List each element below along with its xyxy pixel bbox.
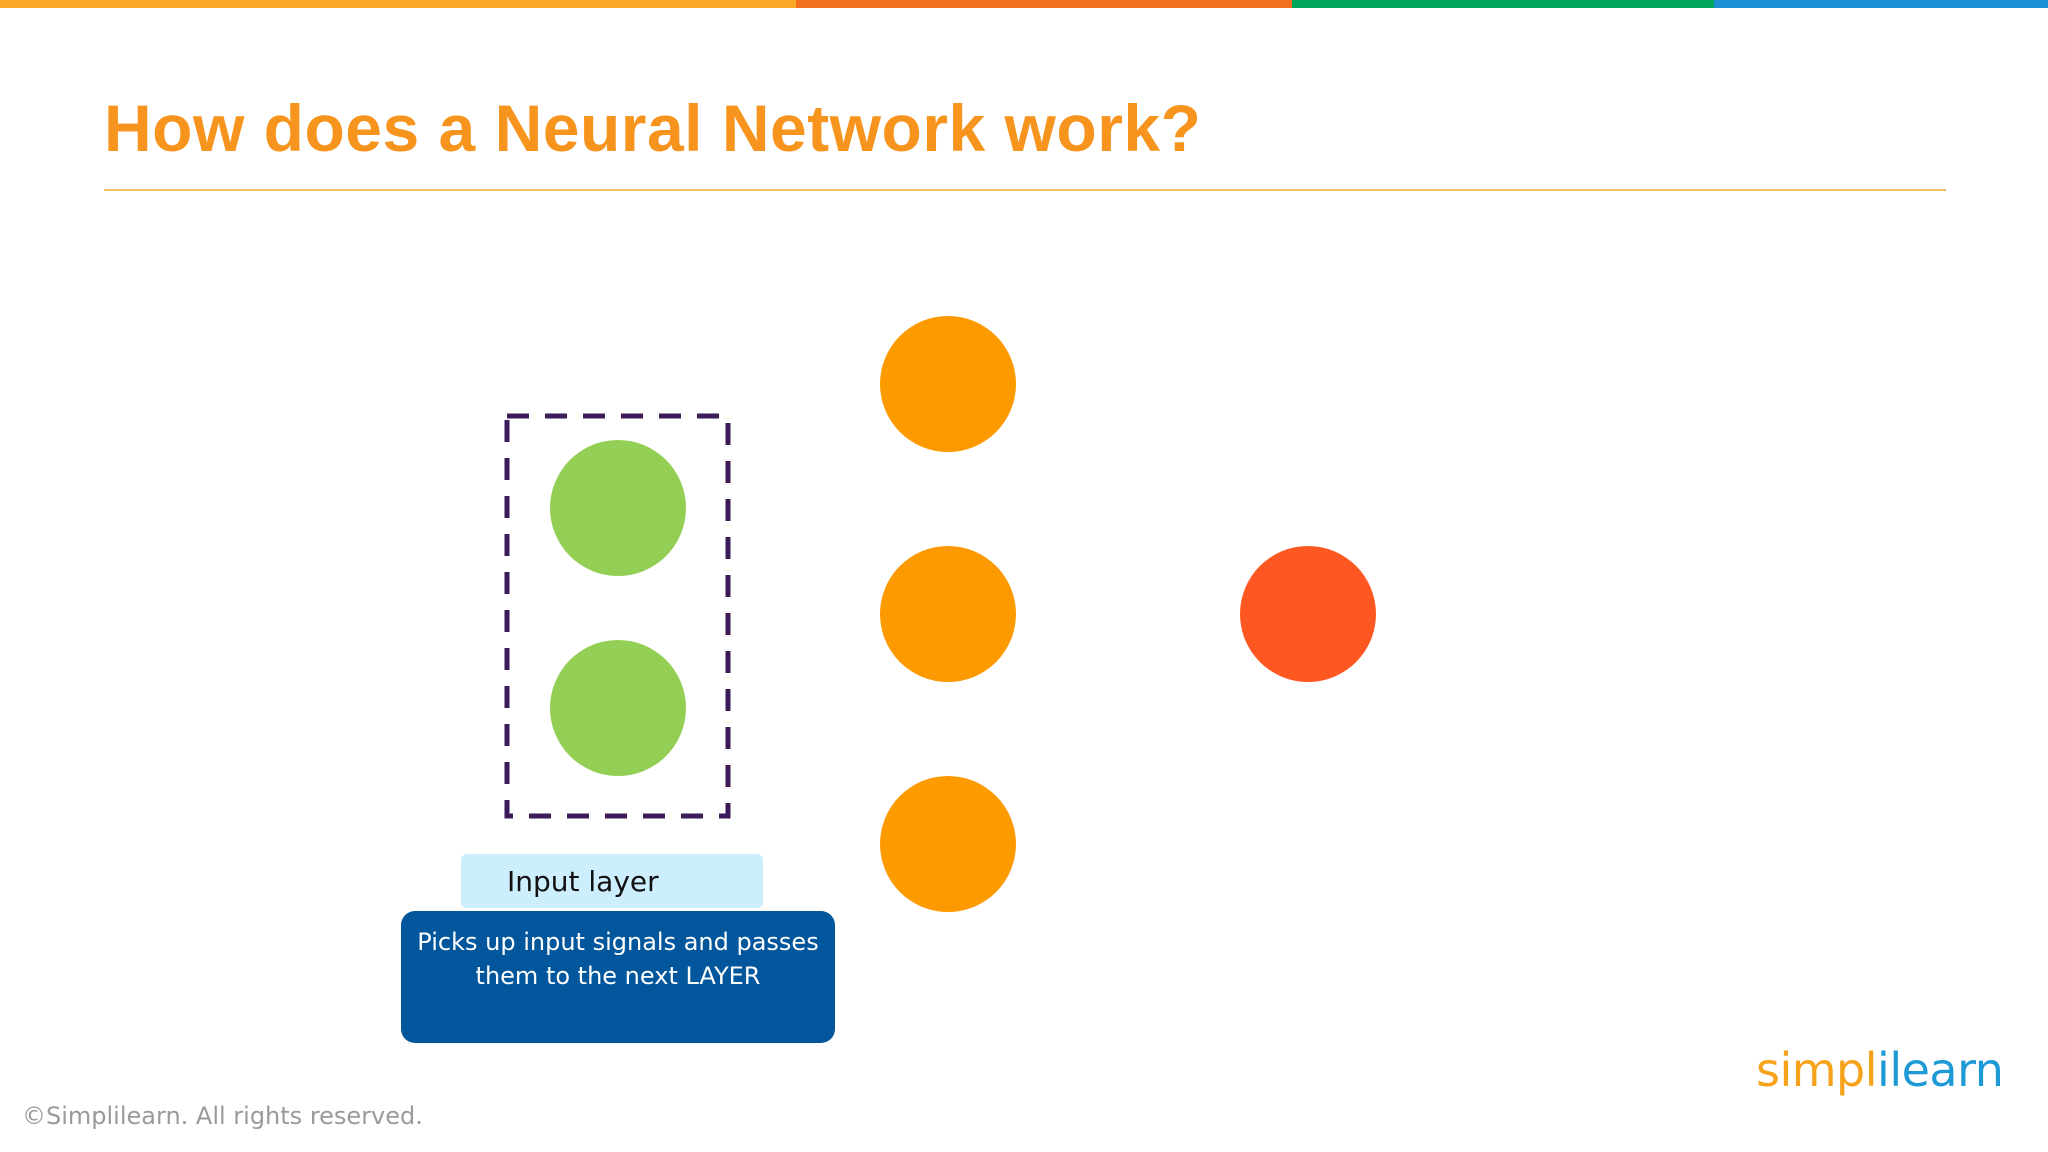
output-node xyxy=(1240,546,1376,682)
hidden-layer-nodes xyxy=(880,316,1016,912)
title-divider xyxy=(104,189,1946,191)
simplilearn-logo: simplilearn xyxy=(1756,1040,2004,1100)
top-color-bar xyxy=(0,0,2048,8)
hidden-node xyxy=(880,776,1016,912)
input-node xyxy=(550,440,686,576)
top-bar-segment-2 xyxy=(796,0,1292,8)
output-layer-nodes xyxy=(1240,546,1376,682)
input-layer-highlight-box xyxy=(504,413,731,819)
hidden-node xyxy=(880,316,1016,452)
input-layer-label: Input layer xyxy=(461,854,763,908)
top-bar-segment-4 xyxy=(1714,0,2048,8)
input-node xyxy=(550,640,686,776)
top-bar-segment-1 xyxy=(0,0,796,8)
hidden-node xyxy=(880,546,1016,682)
page-title: How does a Neural Network work? xyxy=(104,91,1202,165)
top-bar-segment-3 xyxy=(1292,0,1714,8)
input-layer-description: Picks up input signals and passes them t… xyxy=(401,911,835,1043)
copyright-text: ©Simplilearn. All rights reserved. xyxy=(22,1102,423,1130)
logo-text-part1: simpl xyxy=(1756,1043,1878,1097)
input-layer-nodes xyxy=(550,440,686,776)
logo-text-part2: ilearn xyxy=(1877,1043,2004,1097)
